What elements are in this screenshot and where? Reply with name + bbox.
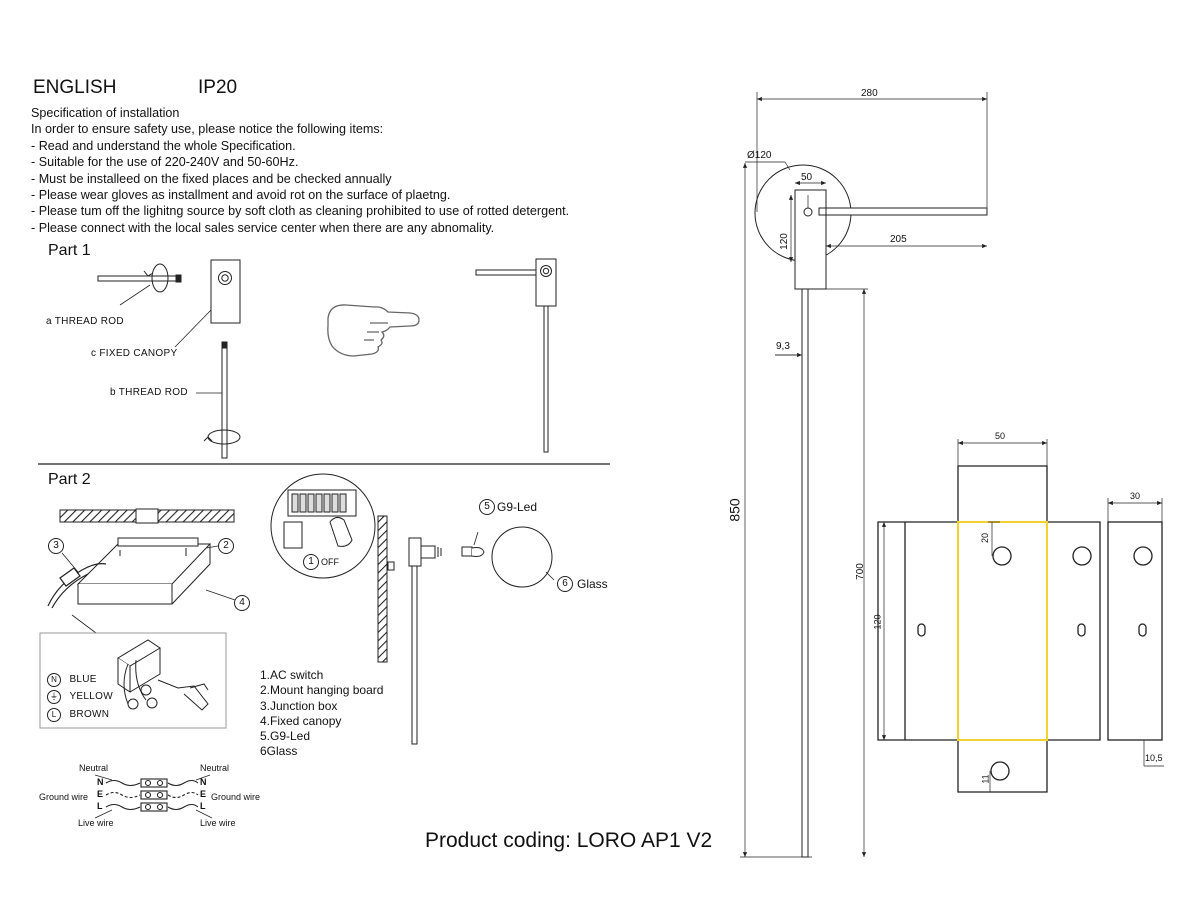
ceiling-mount-board bbox=[59, 508, 235, 524]
plate-dim-11: 11 bbox=[980, 774, 991, 784]
ground-label-left: Ground wire bbox=[39, 792, 89, 802]
dim-205: 205 bbox=[890, 234, 907, 245]
part2-title: Part 2 bbox=[48, 471, 91, 488]
terminal-n-left: N bbox=[97, 777, 104, 787]
label-thread-rod-b: b THREAD ROD bbox=[110, 387, 188, 398]
spec-title: Specification of installation bbox=[31, 106, 180, 120]
product-coding: Product coding: LORO AP1 V2 bbox=[425, 829, 713, 852]
wire-yellow-row: ⏚ YELLOW bbox=[47, 686, 113, 704]
legend-item: 6Glass bbox=[260, 744, 298, 759]
wire-name: BROWN bbox=[69, 709, 110, 720]
callout-4: 4 bbox=[234, 595, 250, 611]
side-dim-10-5: 10,5 bbox=[1145, 753, 1163, 763]
side-plate-drawing bbox=[1107, 498, 1164, 767]
wire-blue-row: N BLUE bbox=[47, 669, 97, 687]
part1-fixed-canopy bbox=[174, 259, 241, 348]
spec-item: - Please wear gloves as installment and … bbox=[31, 188, 451, 203]
parts-legend: 1.AC switch 2.Mount hanging board 3.Junc… bbox=[260, 668, 383, 760]
neutral-label-right: Neutral bbox=[200, 763, 230, 773]
legend-item: 5.G9-Led bbox=[260, 729, 311, 744]
callout-3: 3 bbox=[48, 538, 64, 554]
legend-item: 2.Mount hanging board bbox=[260, 683, 384, 698]
part1-assembled-lamp bbox=[475, 258, 557, 453]
plate-dim-50: 50 bbox=[995, 431, 1006, 441]
terminal-e-left: E bbox=[97, 789, 104, 799]
ground-icon: ⏚ bbox=[47, 690, 61, 704]
terminal-l-right: L bbox=[200, 801, 206, 811]
part1-horizontal-rod bbox=[97, 263, 182, 306]
ground-label-right: Ground wire bbox=[211, 792, 261, 802]
live-label-right: Live wire bbox=[200, 818, 236, 828]
dim-700: 700 bbox=[854, 563, 866, 580]
ac-switch-circle bbox=[270, 473, 376, 579]
wire-name: BLUE bbox=[69, 674, 97, 685]
dim-280: 280 bbox=[861, 88, 878, 99]
language-label: ENGLISH bbox=[33, 77, 117, 98]
off-label: OFF bbox=[321, 557, 339, 567]
part2-lamp-side bbox=[387, 537, 442, 745]
part1-title: Part 1 bbox=[48, 242, 91, 259]
spec-item: - Must be installeed on the fixed places… bbox=[31, 171, 392, 186]
legend-item: 4.Fixed canopy bbox=[260, 713, 342, 728]
part1-vertical-rod bbox=[196, 341, 241, 459]
dim-9-3: 9,3 bbox=[776, 341, 790, 352]
wiring-detail-box bbox=[39, 632, 227, 729]
pointing-hand-icon bbox=[327, 304, 420, 357]
dim-850: 850 bbox=[726, 498, 743, 522]
junction-cable bbox=[47, 563, 107, 609]
neutral-label-left: Neutral bbox=[79, 763, 109, 773]
g9-led-bulb bbox=[461, 531, 485, 557]
spec-item: - Suitable for the use of 220-240V and 5… bbox=[31, 155, 299, 170]
callout-1: 1 bbox=[303, 554, 319, 570]
spec-item: - Read and understand the whole Specific… bbox=[31, 138, 296, 153]
spec-item: - Please connect with the local sales se… bbox=[31, 220, 495, 235]
terminal-l-left: L bbox=[97, 801, 103, 811]
legend-item: 3.Junction box bbox=[260, 698, 338, 713]
callout-2: 2 bbox=[218, 538, 234, 554]
side-dim-30: 30 bbox=[1130, 491, 1141, 501]
callout-6: 6 bbox=[557, 576, 573, 592]
callout-5: 5 bbox=[479, 499, 495, 515]
ip-rating-label: IP20 bbox=[198, 77, 238, 98]
wall-section bbox=[377, 515, 388, 663]
specification-block: Specification of installation In order t… bbox=[31, 105, 569, 236]
terminal-block-illustration bbox=[117, 639, 209, 711]
dim-120-vertical: 120 bbox=[778, 233, 790, 250]
plate-dim-20: 20 bbox=[980, 532, 991, 544]
mounting-plate-drawing bbox=[877, 439, 1101, 793]
legend-item: 1.AC switch bbox=[260, 668, 324, 682]
spec-intro: In order to ensure safety use, please no… bbox=[31, 122, 384, 137]
wire-brown-row: L BROWN bbox=[47, 704, 109, 722]
dim-50-top: 50 bbox=[801, 172, 813, 183]
wire-letter: L bbox=[47, 708, 61, 722]
label-fixed-canopy: c FIXED CANOPY bbox=[91, 348, 178, 359]
glass-shade bbox=[491, 526, 555, 588]
wire-name: YELLOW bbox=[69, 691, 113, 702]
plate-dim-120: 120 bbox=[872, 614, 883, 630]
canopy-box bbox=[76, 537, 212, 605]
live-label-left: Live wire bbox=[78, 818, 114, 828]
wiring-diagram bbox=[94, 774, 213, 819]
terminal-e-right: E bbox=[200, 789, 207, 799]
wire-letter: N bbox=[47, 673, 61, 687]
glass-label: Glass bbox=[577, 577, 608, 591]
front-view-drawing bbox=[740, 92, 988, 858]
dim-diameter-120: Ø120 bbox=[747, 150, 772, 161]
g9-led-label: G9-Led bbox=[497, 500, 538, 514]
label-thread-rod-a: a THREAD ROD bbox=[46, 316, 124, 327]
spec-item: - Please tum off the lighitng source by … bbox=[31, 204, 570, 219]
terminal-n-right: N bbox=[200, 777, 207, 787]
